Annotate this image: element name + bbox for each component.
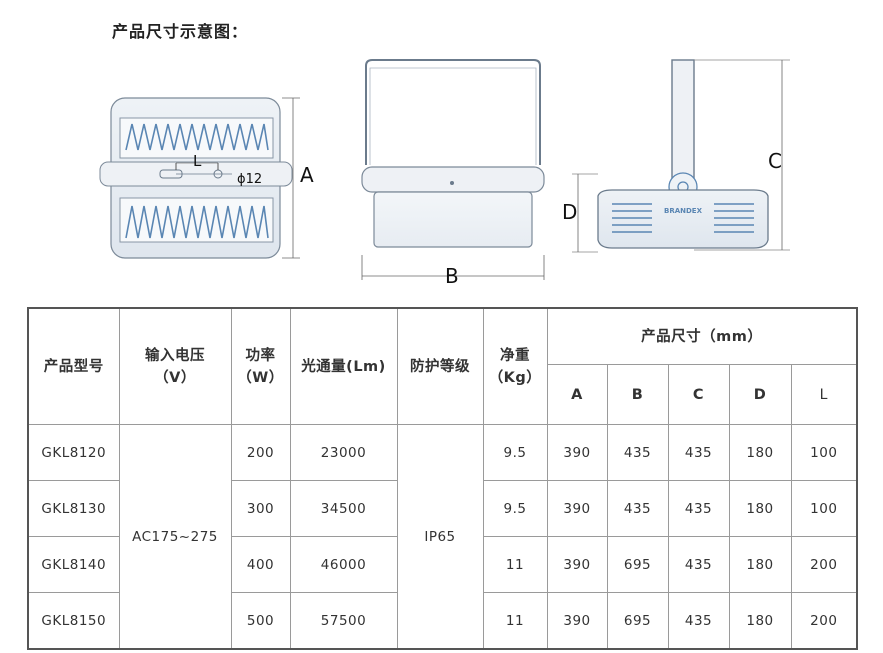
- cell-power: 400: [230, 536, 291, 593]
- lower-fin-pattern: [125, 205, 269, 239]
- cell-power: 500: [230, 592, 291, 650]
- dim-label-phi: ϕ12: [237, 172, 262, 187]
- cell-c: 435: [667, 424, 730, 481]
- header-power-line2: （W）: [237, 369, 284, 386]
- header-voltage-line2: （V）: [154, 369, 196, 386]
- cell-a: 390: [546, 592, 608, 650]
- header-power: 功率 （W）: [230, 307, 291, 425]
- cell-flux: 46000: [289, 536, 398, 593]
- header-power-line1: 功率: [245, 347, 276, 364]
- header-weight-line1: 净重: [500, 347, 530, 364]
- cell-c: 435: [667, 536, 730, 593]
- cell-flux: 57500: [289, 592, 398, 650]
- header-dim-l: L: [790, 364, 858, 425]
- table-row: GKL8120 AC175~275 200 23000 IP65 9.5 390…: [27, 424, 858, 650]
- cell-d: 180: [728, 592, 792, 650]
- dim-label-a: A: [300, 163, 314, 187]
- diagram-heading: 产品尺寸示意图：: [112, 22, 249, 41]
- cell-model: GKL8130: [27, 480, 120, 537]
- dim-label-l: L: [193, 152, 202, 170]
- cell-c: 435: [667, 592, 730, 650]
- cell-power: 300: [230, 480, 291, 537]
- cell-weight: 9.5: [482, 480, 548, 537]
- vent-slots-right: [714, 203, 754, 233]
- front-view: A L ϕ12: [99, 97, 314, 259]
- cell-d: 180: [728, 424, 792, 481]
- cell-weight: 11: [482, 592, 548, 650]
- cell-flux: 23000: [289, 424, 398, 481]
- cell-ip: IP65: [396, 424, 484, 650]
- spec-table: 产品型号 输入电压 （V） 功率 （W） 光通量(Lm) 防护等级 净重 （Kg…: [27, 307, 859, 650]
- dimension-diagrams: A L ϕ12 B: [99, 59, 790, 288]
- cell-d: 180: [728, 480, 792, 537]
- table-row: GKL8150 500 57500 11 390 695 435 180 200: [27, 592, 858, 650]
- cell-c: 435: [667, 480, 730, 537]
- cell-b: 695: [606, 592, 669, 650]
- cell-b: 435: [606, 480, 669, 537]
- cell-b: 695: [606, 536, 669, 593]
- cell-a: 390: [546, 480, 608, 537]
- cell-weight: 11: [482, 536, 548, 593]
- cell-a: 390: [546, 424, 608, 481]
- header-size: 产品尺寸（mm）: [546, 307, 858, 365]
- table-row: GKL8140 400 46000 11 390 695 435 180 200: [27, 536, 858, 593]
- cell-voltage: AC175~275: [118, 424, 232, 650]
- cell-l: 200: [790, 592, 858, 650]
- cell-l: 100: [790, 480, 858, 537]
- header-ip: 防护等级: [396, 307, 484, 425]
- header-voltage-line1: 输入电压: [145, 347, 205, 364]
- header-dim-a: A: [546, 364, 608, 425]
- cell-model: GKL8140: [27, 536, 120, 593]
- cell-d: 180: [728, 536, 792, 593]
- header-voltage: 输入电压 （V）: [118, 307, 232, 425]
- spec-table-wrapper: 产品型号 输入电压 （V） 功率 （W） 光通量(Lm) 防护等级 净重 （Kg…: [27, 307, 859, 650]
- header-weight: 净重 （Kg）: [482, 307, 548, 425]
- header-dim-d: D: [728, 364, 792, 425]
- cell-model: GKL8120: [27, 424, 120, 481]
- cell-l: 200: [790, 536, 858, 593]
- cell-a: 390: [546, 536, 608, 593]
- cell-b: 435: [606, 424, 669, 481]
- dim-label-d: D: [562, 200, 577, 224]
- vent-slots-left: [612, 203, 652, 233]
- header-dim-b: B: [606, 364, 669, 425]
- header-weight-line2: （Kg）: [488, 369, 542, 386]
- cell-power: 200: [230, 424, 291, 481]
- header-flux: 光通量(Lm): [289, 307, 398, 425]
- side-view: B: [361, 59, 545, 288]
- table-row: GKL8130 300 34500 9.5 390 435 435 180 10…: [27, 480, 858, 537]
- dim-label-b: B: [445, 264, 459, 288]
- back-view: BRANDEX C D: [562, 59, 790, 253]
- dim-label-c: C: [768, 149, 782, 173]
- upper-fin-pattern: [125, 123, 269, 151]
- cell-flux: 34500: [289, 480, 398, 537]
- cell-model: GKL8150: [27, 592, 120, 650]
- cell-weight: 9.5: [482, 424, 548, 481]
- cell-l: 100: [790, 424, 858, 481]
- header-dim-c: C: [667, 364, 730, 425]
- logo-text: BRANDEX: [664, 207, 703, 215]
- header-model: 产品型号: [27, 307, 120, 425]
